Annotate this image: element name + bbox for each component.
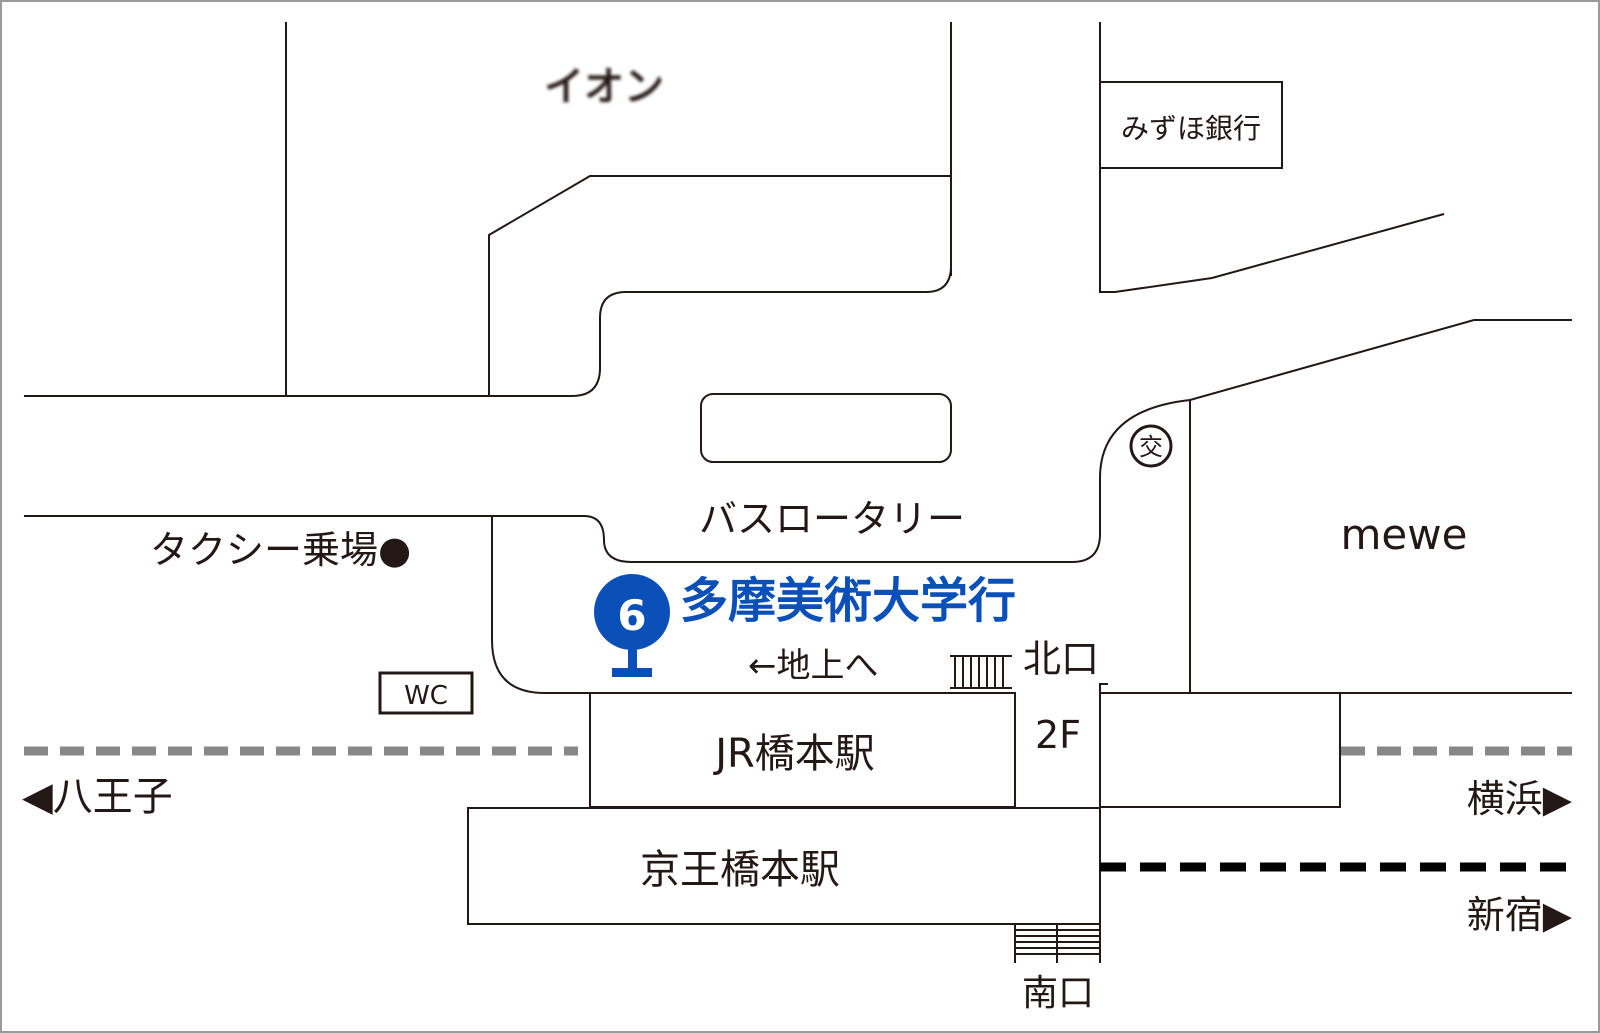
- yokohama-direction-label: 横浜▶: [1467, 777, 1573, 821]
- mewe-label: mewe: [1341, 510, 1468, 559]
- taxi-stand-label: タクシー乗場●: [150, 528, 411, 572]
- jr-station-east-building: [1099, 692, 1341, 808]
- wc-label: WC: [404, 681, 448, 711]
- keio-station-label: 京王橋本駅: [640, 847, 840, 893]
- hachioji-direction-label: ◀八王子: [22, 774, 173, 820]
- floor-2f-label: 2F: [1035, 713, 1081, 757]
- koban-police-box-icon: 交: [1129, 424, 1173, 468]
- bus-island: [700, 393, 952, 463]
- wc-box: [378, 671, 474, 715]
- aeon-label: イオン: [544, 64, 664, 110]
- svg-text:6: 6: [617, 591, 646, 640]
- to-ground-label: ←地上へ: [748, 646, 879, 686]
- north-exit-label: 北口: [1023, 637, 1099, 681]
- north-exit-stairs-icon: [950, 655, 1012, 689]
- mizuho-bank-label: みずほ銀行: [1121, 112, 1261, 145]
- shinjuku-direction-label: 新宿▶: [1467, 893, 1573, 937]
- bus-rotary-label: バスロータリー: [699, 497, 965, 541]
- south-exit-stairs-icon: [1014, 924, 1101, 963]
- svg-text:交: 交: [1139, 433, 1163, 461]
- bus-stop-6-marker: 6: [594, 574, 670, 677]
- jr-station-label: JR橋本駅: [712, 731, 875, 777]
- south-exit-label: 南口: [1022, 973, 1094, 1014]
- mizuho-bank-box: [1099, 81, 1283, 169]
- bus-destination-label: 多摩美術大学行: [680, 573, 1016, 629]
